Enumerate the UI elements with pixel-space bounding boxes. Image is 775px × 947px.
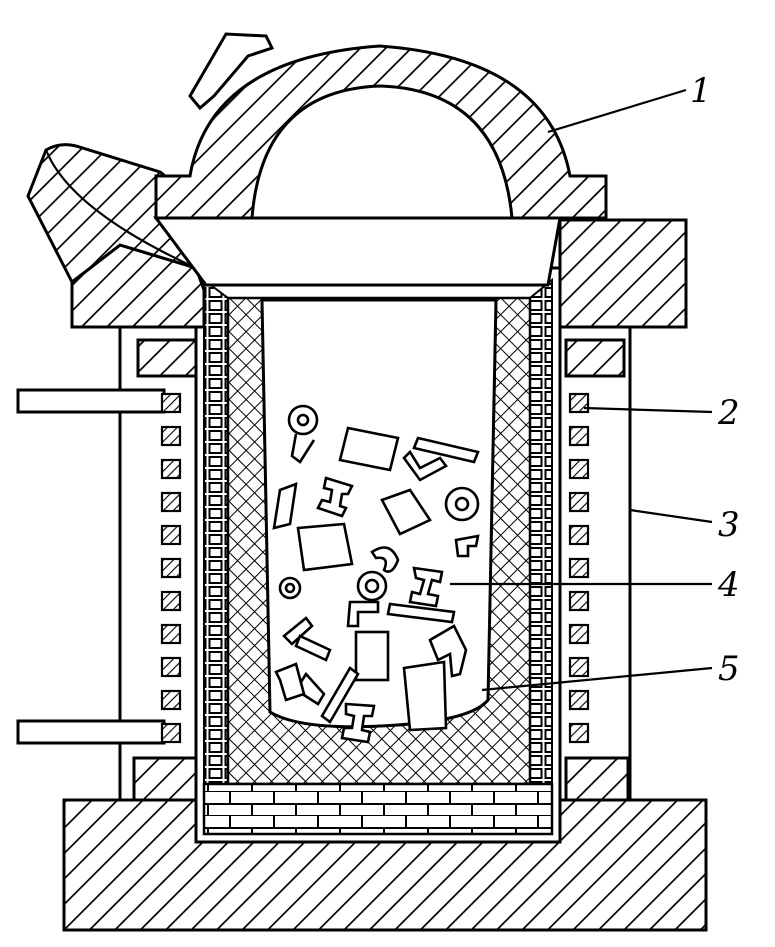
label-2-inductor: 2 — [717, 393, 740, 433]
coil-turn — [568, 623, 590, 645]
coil-turn — [568, 722, 590, 744]
top-ring-right — [558, 218, 688, 329]
label-1-lid: 1 — [690, 71, 712, 111]
lead-bar-top — [16, 388, 166, 414]
coil-turn — [568, 656, 590, 678]
lining-bricks-left — [203, 278, 229, 785]
leader-lines — [450, 88, 713, 692]
coil-turn — [160, 458, 182, 480]
coil-turn — [568, 425, 590, 447]
coil-turn — [568, 392, 590, 414]
bottom-brick-layer — [202, 782, 554, 836]
yoke-top-left — [136, 338, 198, 378]
yoke-top-right — [564, 338, 626, 378]
coil-turn — [160, 491, 182, 513]
lid-cavity — [250, 84, 514, 220]
coil-turn — [160, 623, 182, 645]
coil-turn — [160, 656, 182, 678]
coil-turn — [568, 458, 590, 480]
label-5-refractory: 5 — [718, 649, 740, 689]
label-4-charge: 4 — [717, 565, 740, 605]
coil-turn — [568, 524, 590, 546]
coil-turn — [568, 590, 590, 612]
lining-bricks-right — [529, 277, 553, 785]
yoke-bottom-left — [132, 756, 198, 802]
coil-turn — [160, 524, 182, 546]
coil-turn — [160, 722, 182, 744]
crucible-mouth — [153, 216, 562, 287]
induction-coil-right — [568, 392, 590, 744]
lid-handle — [188, 32, 275, 111]
coil-turn — [160, 689, 182, 711]
coil-turn — [160, 590, 182, 612]
coil-turn — [568, 689, 590, 711]
coil-turn — [160, 557, 182, 579]
coil-turn — [160, 425, 182, 447]
yoke-bottom-right — [564, 756, 630, 802]
induction-coil-left — [160, 392, 182, 744]
label-3-housing: 3 — [718, 505, 740, 545]
coil-turn — [160, 392, 182, 414]
coil-turn — [568, 557, 590, 579]
lead-bar-bottom — [16, 719, 166, 745]
coil-turn — [568, 491, 590, 513]
metal-charge — [272, 404, 480, 744]
